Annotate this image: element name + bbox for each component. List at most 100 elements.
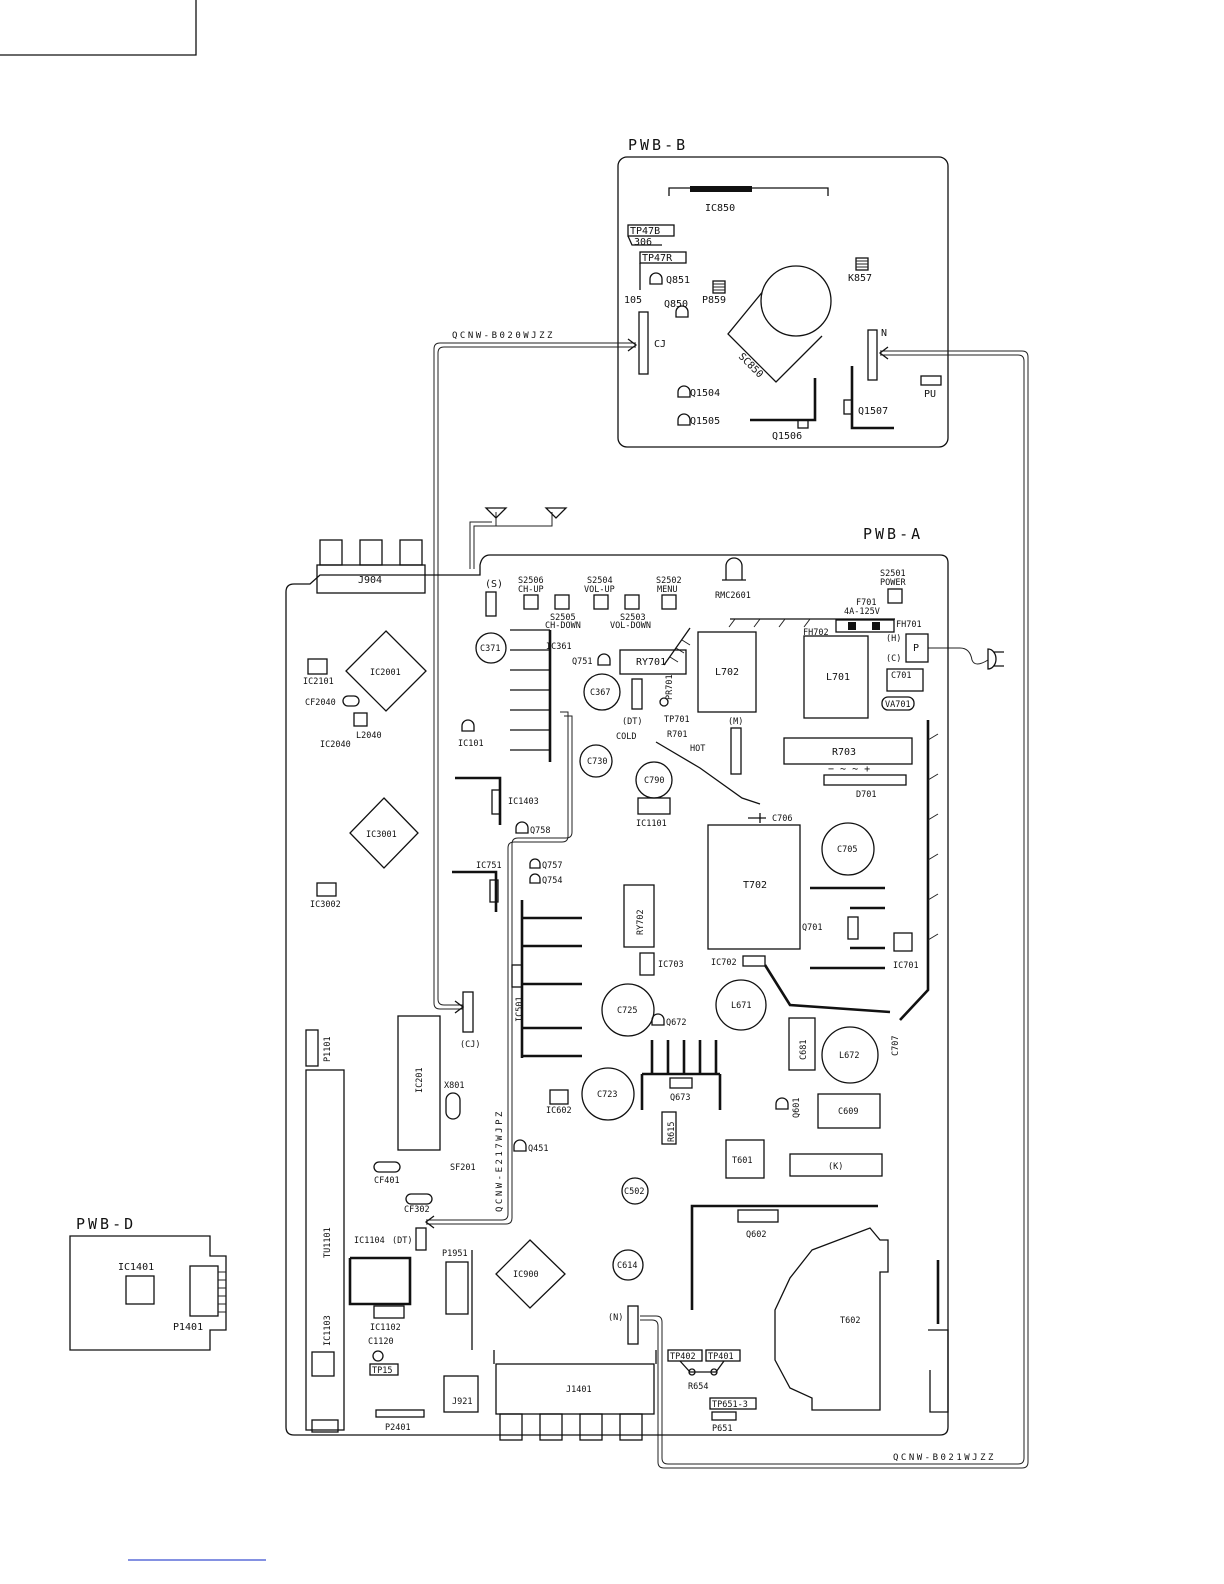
h-label: (H) [886, 634, 901, 644]
p651-label: P651 [712, 1424, 732, 1434]
s2502-label: S2502 [656, 576, 682, 586]
j1401-label: J1401 [566, 1385, 592, 1395]
power-switch [887, 588, 903, 604]
j921-label: J921 [452, 1397, 472, 1407]
ic701-label: IC701 [893, 961, 919, 971]
ic702-label: IC702 [711, 958, 737, 968]
f701-rating-label: 4A-125V [844, 607, 880, 617]
l701-label: L701 [826, 672, 850, 683]
menu-switch [661, 594, 677, 610]
c681-label: C681 [799, 1040, 809, 1060]
q602-label: Q602 [746, 1230, 766, 1240]
label-105: 105 [624, 295, 642, 306]
t602-label: T602 [840, 1316, 860, 1326]
d701-label: D701 [856, 790, 876, 800]
s2501-label: S2501 [880, 569, 906, 579]
k-label: (K) [828, 1162, 843, 1172]
s2506-label: S2506 [518, 576, 544, 586]
pwb-b-title: PWB-B [628, 136, 688, 154]
ic3001-label: IC3001 [366, 830, 397, 840]
cable-b021-label: QCNW-B021WJZZ [893, 1453, 996, 1463]
c706-label: C706 [772, 814, 792, 824]
p1101-label: P1101 [323, 1036, 333, 1062]
p859-label: P859 [702, 295, 726, 306]
q757-label: Q757 [542, 861, 562, 871]
c502-label: C502 [624, 1187, 644, 1197]
p1951-label: P1951 [442, 1249, 468, 1259]
ac-plug-icon [987, 648, 1004, 670]
c614-label: C614 [617, 1261, 637, 1271]
n-conn-label: (N) [608, 1313, 623, 1323]
ic602-label: IC602 [546, 1106, 572, 1116]
k857-label: K857 [848, 273, 872, 284]
label-306: 306 [634, 237, 652, 248]
ic1403-label: IC1403 [508, 797, 539, 807]
tp701-label: TP701 [664, 715, 690, 725]
vol-up-label: VOL-UP [584, 585, 615, 595]
cable-harnesses: QCNW-B020WJZZ QCNW-B021WJZZ QCNW-E217WJP… [424, 331, 1029, 1469]
c790-label: C790 [644, 776, 664, 786]
q1505-label: Q1505 [690, 416, 720, 427]
ic201-label: IC201 [415, 1067, 425, 1093]
vol-down-switch [624, 594, 640, 610]
c705-label: C705 [837, 845, 857, 855]
q758-label: Q758 [530, 826, 550, 836]
pr701-label: PR701 [665, 674, 675, 700]
dt-label: (DT) [622, 717, 642, 727]
j904-label: J904 [358, 575, 382, 586]
c609-label: C609 [838, 1107, 858, 1117]
q851-label: Q851 [666, 275, 690, 286]
q1506-label: Q1506 [772, 431, 802, 442]
ch-up-switch [523, 594, 539, 610]
fh702-label: FH702 [803, 628, 829, 638]
ic1103-label: IC1103 [323, 1315, 333, 1346]
m-label: (M) [728, 717, 743, 727]
pwb-d-title: PWB-D [76, 1215, 136, 1233]
l702-label: L702 [715, 667, 739, 678]
tp47b-label: TP47B [630, 226, 660, 237]
t601-label: T601 [732, 1156, 752, 1166]
cf2040-label: CF2040 [305, 698, 336, 708]
p1401-label: P1401 [173, 1322, 203, 1333]
p2401-label: P2401 [385, 1423, 411, 1433]
q850-label: Q850 [664, 299, 688, 310]
c723-label: C723 [597, 1090, 617, 1100]
ic2101-label: IC2101 [303, 677, 334, 687]
q701-label: Q701 [802, 923, 822, 933]
c367-label: C367 [590, 688, 610, 698]
speaker-left-icon [484, 507, 508, 519]
q1504-label: Q1504 [690, 388, 720, 399]
ch-down-switch [554, 594, 570, 610]
rmc2601-label: RMC2601 [715, 591, 751, 601]
s2505-label: S2505 [550, 613, 576, 623]
cable-b020-label: QCNW-B020WJZZ [452, 331, 555, 341]
pwb-a-board: PWB-A J904 (S) S2506 CH-UP S2504 VOL-UP … [285, 525, 949, 1441]
c701-label: C701 [891, 671, 911, 681]
n-label: N [881, 328, 887, 339]
q754-label: Q754 [542, 876, 562, 886]
r615-label: R615 [667, 1122, 677, 1142]
cable-e217-label: QCNW-E217WJPZ [495, 1109, 505, 1212]
ic900-label: IC900 [513, 1270, 539, 1280]
l2040-label: L2040 [356, 731, 382, 741]
ic1104-dt-label: (DT) [392, 1236, 412, 1246]
fh701-label: FH701 [896, 620, 922, 630]
ic2001-label: IC2001 [370, 668, 401, 678]
pwb-b-board: PWB-B IC850 TP47B 306 TP47R 105 Q851 Q85… [617, 136, 949, 448]
va701-label: VA701 [885, 700, 911, 710]
s-conn-label: (S) [485, 579, 503, 590]
ic1101-label: IC1101 [636, 819, 667, 829]
ry702-label: RY702 [636, 909, 646, 935]
r703-label: R703 [832, 747, 856, 758]
l672-label: L672 [839, 1051, 859, 1061]
ic751-label: IC751 [476, 861, 502, 871]
ry701-label: RY701 [636, 657, 666, 668]
hot-label: HOT [690, 744, 705, 754]
d701-marks: − ∼ ∼ + [828, 764, 870, 775]
tp15-label: TP15 [372, 1366, 392, 1376]
c371-label: C371 [480, 644, 500, 654]
cf401-label: CF401 [374, 1176, 400, 1186]
tp402-label: TP402 [670, 1352, 696, 1362]
t702-label: T702 [743, 880, 767, 891]
